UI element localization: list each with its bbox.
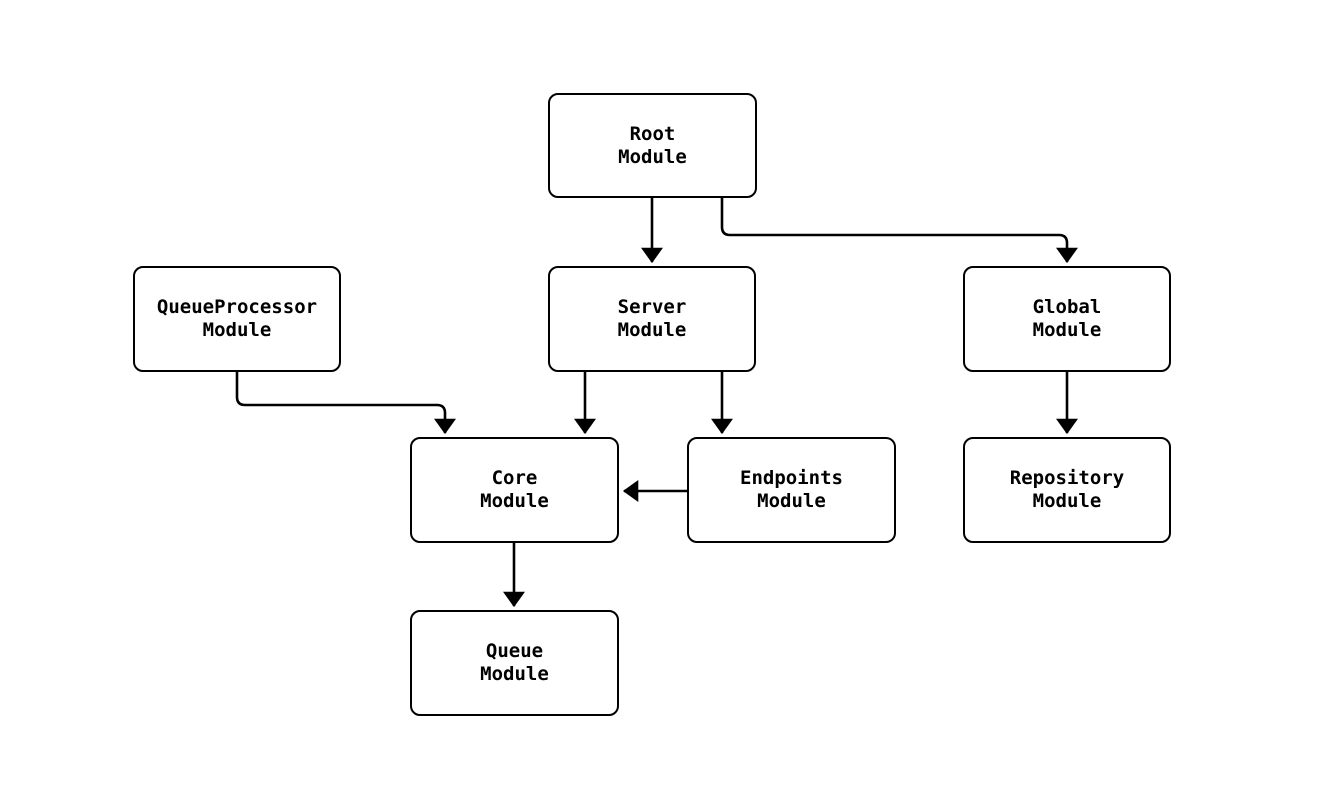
node-global-module-label: Global Module — [1032, 296, 1102, 341]
node-root-module-label: Root Module — [618, 122, 687, 168]
node-endpoints-module: Endpoints Module — [687, 437, 896, 543]
edge-root-to-global — [720, 198, 1078, 264]
node-core-module: Core Module — [410, 437, 619, 543]
edge-queueprocessor-to-core — [235, 372, 456, 435]
node-queueprocessor-module: QueueProcessor Module — [133, 266, 341, 372]
node-queueprocessor-module-label: QueueProcessor Module — [156, 296, 318, 341]
node-core-module-label: Core Module — [480, 467, 549, 512]
node-server-module-label: Server Module — [617, 296, 687, 341]
node-root-module: Root Module — [548, 93, 757, 198]
node-repository-module-label: Repository Module — [1009, 467, 1125, 512]
node-queue-module-label: Queue Module — [480, 640, 549, 685]
node-server-module: Server Module — [548, 266, 756, 372]
node-endpoints-module-label: Endpoints Module — [740, 467, 843, 512]
node-global-module: Global Module — [963, 266, 1171, 372]
node-queue-module: Queue Module — [410, 610, 619, 716]
node-repository-module: Repository Module — [963, 437, 1171, 543]
